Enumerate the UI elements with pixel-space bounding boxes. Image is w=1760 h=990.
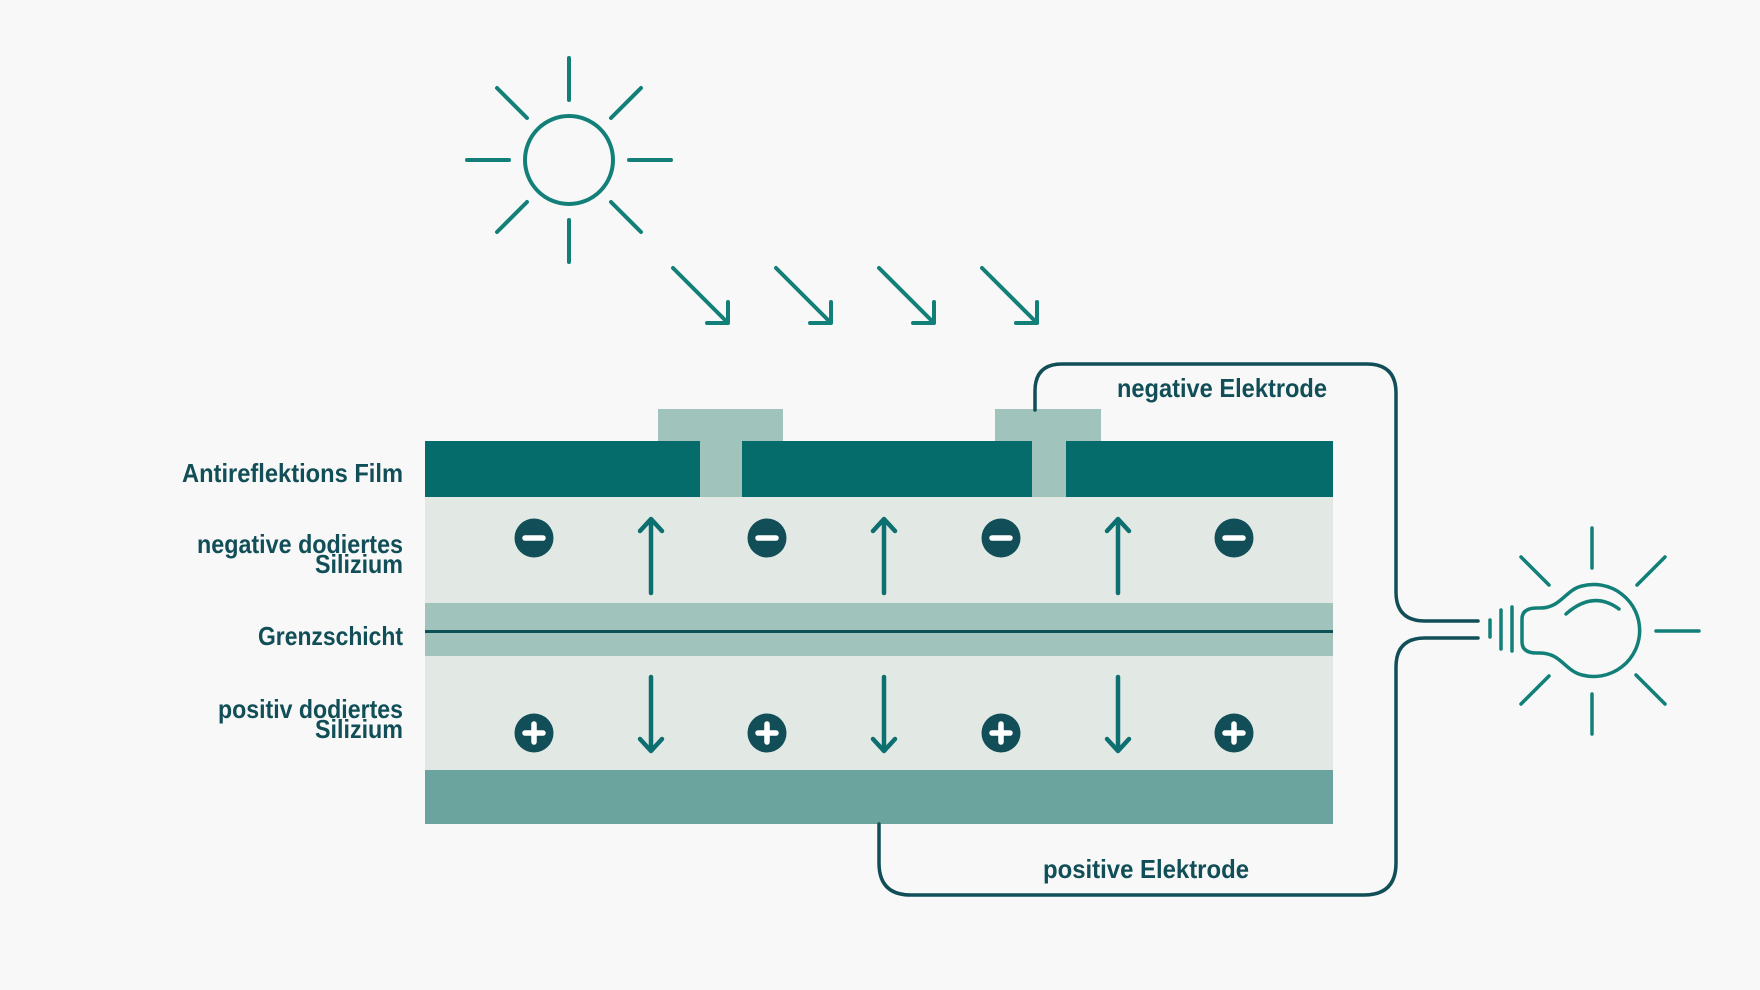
hole-plus-icon xyxy=(747,713,787,753)
electron-minus-icon xyxy=(981,518,1021,558)
label-n-silicon-line1: negative dodiertes xyxy=(197,529,403,559)
sun-disc xyxy=(523,114,615,206)
hole-symbols xyxy=(514,713,1254,753)
positive-electrode-wire xyxy=(877,636,1480,897)
sunbeam-arrow xyxy=(671,266,730,325)
label-negative-electrode: negative Elektrode xyxy=(1117,373,1327,403)
sunlight-arrows xyxy=(671,266,1039,325)
top-contact-right-cap xyxy=(995,409,1101,442)
plus-glyph xyxy=(1222,721,1246,745)
top-contact-left-stem xyxy=(700,441,742,497)
top-contact-right-stem xyxy=(1032,441,1066,497)
pn-junction-line xyxy=(425,630,1333,633)
label-boundary-layer: Grenzschicht xyxy=(258,621,403,651)
bulb-ray xyxy=(1519,555,1551,587)
sun-icon xyxy=(465,56,673,264)
boundary-layer xyxy=(425,603,1333,656)
sun-ray xyxy=(609,86,643,120)
label-p-silicon-line1: positiv dodiertes xyxy=(218,694,403,724)
hole-plus-icon xyxy=(981,713,1021,753)
down-arrow xyxy=(637,674,665,754)
sun-ray xyxy=(495,200,529,234)
up-arrow xyxy=(1104,516,1132,596)
electron-minus-icon xyxy=(747,518,787,558)
sun-ray xyxy=(609,200,643,234)
plus-glyph xyxy=(522,721,546,745)
n-silicon-layer xyxy=(425,497,1333,603)
hole-flow-arrows xyxy=(637,674,1132,754)
p-silicon-layer xyxy=(425,656,1333,770)
sunbeam-arrow xyxy=(774,266,833,325)
sun-ray xyxy=(495,86,529,120)
bulb-ray xyxy=(1519,674,1551,706)
down-arrow xyxy=(870,674,898,754)
hole-plus-icon xyxy=(1214,713,1254,753)
bulb-outline xyxy=(1520,582,1642,679)
label-n-silicon-line2: Silizium xyxy=(315,549,403,579)
bulb-filament-arc xyxy=(1564,599,1621,616)
solar-cell xyxy=(425,409,1333,824)
electron-minus-icon xyxy=(514,518,554,558)
electron-minus-icon xyxy=(1214,518,1254,558)
up-arrow xyxy=(870,516,898,596)
electron-symbols xyxy=(514,518,1254,558)
sunbeam-arrow xyxy=(877,266,936,325)
antireflection-layer xyxy=(425,441,1333,497)
negative-electrode-wire xyxy=(1033,362,1480,623)
plus-glyph xyxy=(755,721,779,745)
sunbeam-arrow xyxy=(980,266,1039,325)
down-arrow xyxy=(1104,674,1132,754)
up-arrow xyxy=(637,516,665,596)
plus-glyph xyxy=(989,721,1013,745)
label-antireflection-film: Antireflektions Film xyxy=(182,458,403,488)
back-contact-layer xyxy=(425,770,1333,824)
label-positive-electrode: positive Elektrode xyxy=(1043,854,1249,884)
label-p-silicon-line2: Silizium xyxy=(315,714,403,744)
light-bulb-icon xyxy=(1488,526,1701,736)
top-contact-left-cap xyxy=(658,409,783,442)
electron-flow-arrows xyxy=(637,516,1132,596)
hole-plus-icon xyxy=(514,713,554,753)
bulb-ray xyxy=(1635,555,1667,587)
bulb-ray xyxy=(1634,673,1667,706)
